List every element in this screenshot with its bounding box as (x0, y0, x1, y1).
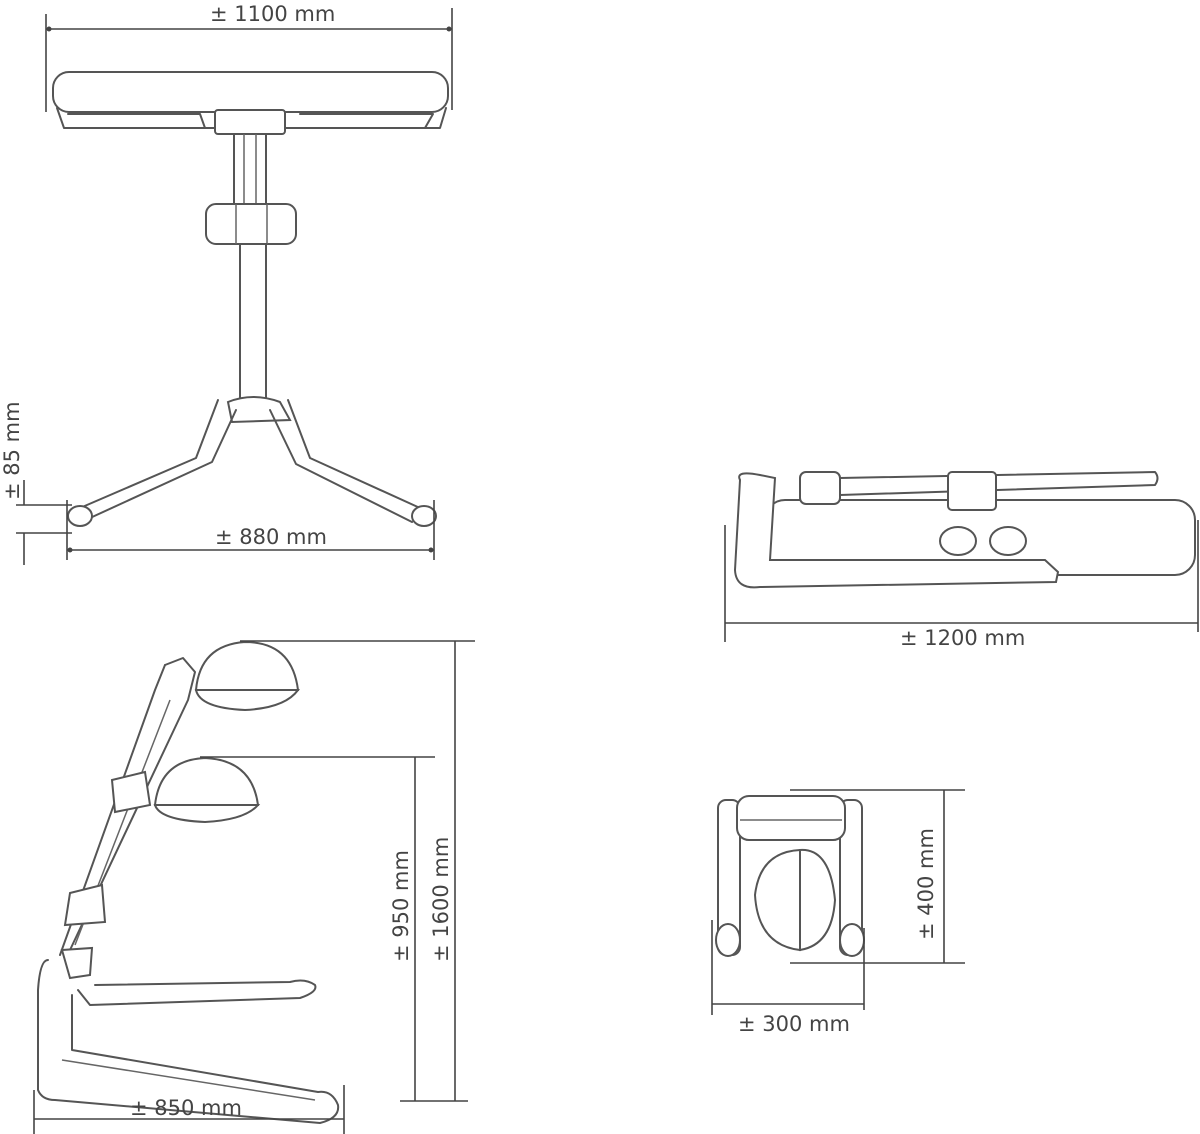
front-width-label: ± 1100 mm (210, 2, 336, 26)
folded-length-label: ± 1200 mm (900, 626, 1026, 650)
folded-end-view (711, 789, 965, 1015)
side-base-depth-label: ± 850 mm (130, 1096, 242, 1120)
folded-end-width-label: ± 300 mm (738, 1012, 850, 1036)
side-min-height-label: ± 950 mm (389, 850, 413, 962)
side-max-height-label: ± 1600 mm (429, 836, 453, 962)
side-view (33, 640, 475, 1134)
front-view (16, 8, 453, 565)
folded-end-height-label: ± 400 mm (914, 828, 938, 940)
front-foot-height-label: ± 85 mm (0, 401, 24, 500)
front-base-width-label: ± 880 mm (215, 525, 327, 549)
folded-view (724, 471, 1199, 642)
